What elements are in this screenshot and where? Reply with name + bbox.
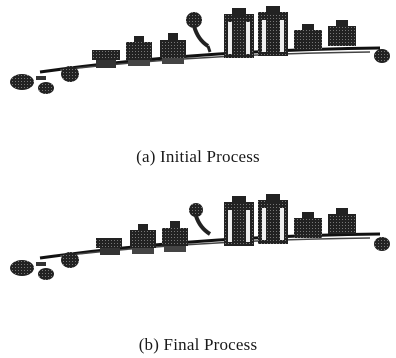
- large-press-1: [224, 8, 254, 58]
- press-station-5: [328, 20, 356, 46]
- press-station-4: [294, 212, 322, 238]
- press-station-2: [126, 36, 152, 66]
- press-station-3: [160, 33, 186, 64]
- initial-process-line-drawing: [10, 6, 390, 94]
- large-press-2: [258, 6, 288, 56]
- caption-final-process: (b) Final Process: [138, 335, 258, 354]
- coil-roll-right: [374, 237, 390, 251]
- robot-arm: [189, 203, 212, 236]
- large-press-2: [258, 194, 288, 244]
- coil-feeder-left: [10, 74, 34, 90]
- caption-initial-process: (a) Initial Process: [136, 147, 260, 166]
- coil-roll: [61, 66, 79, 82]
- initial-process-figure: [0, 0, 396, 115]
- large-press-1: [224, 196, 254, 246]
- coil-roll: [61, 252, 79, 268]
- transfer-line: [39, 46, 381, 74]
- press-station-5: [328, 208, 356, 234]
- coil-roll: [38, 82, 54, 94]
- final-process-figure: [0, 186, 396, 301]
- final-process-line-drawing: [10, 194, 390, 280]
- coil-feeder-left: [10, 260, 34, 276]
- press-station-3: [162, 221, 188, 252]
- press-station-1: [92, 50, 120, 68]
- press-station-1: [96, 238, 122, 255]
- press-station-2: [130, 224, 156, 254]
- press-station-4: [294, 24, 322, 50]
- robot-arm: [186, 12, 212, 53]
- coil-roll-right: [374, 49, 390, 63]
- transfer-line: [39, 232, 381, 260]
- coil-roll: [38, 268, 54, 280]
